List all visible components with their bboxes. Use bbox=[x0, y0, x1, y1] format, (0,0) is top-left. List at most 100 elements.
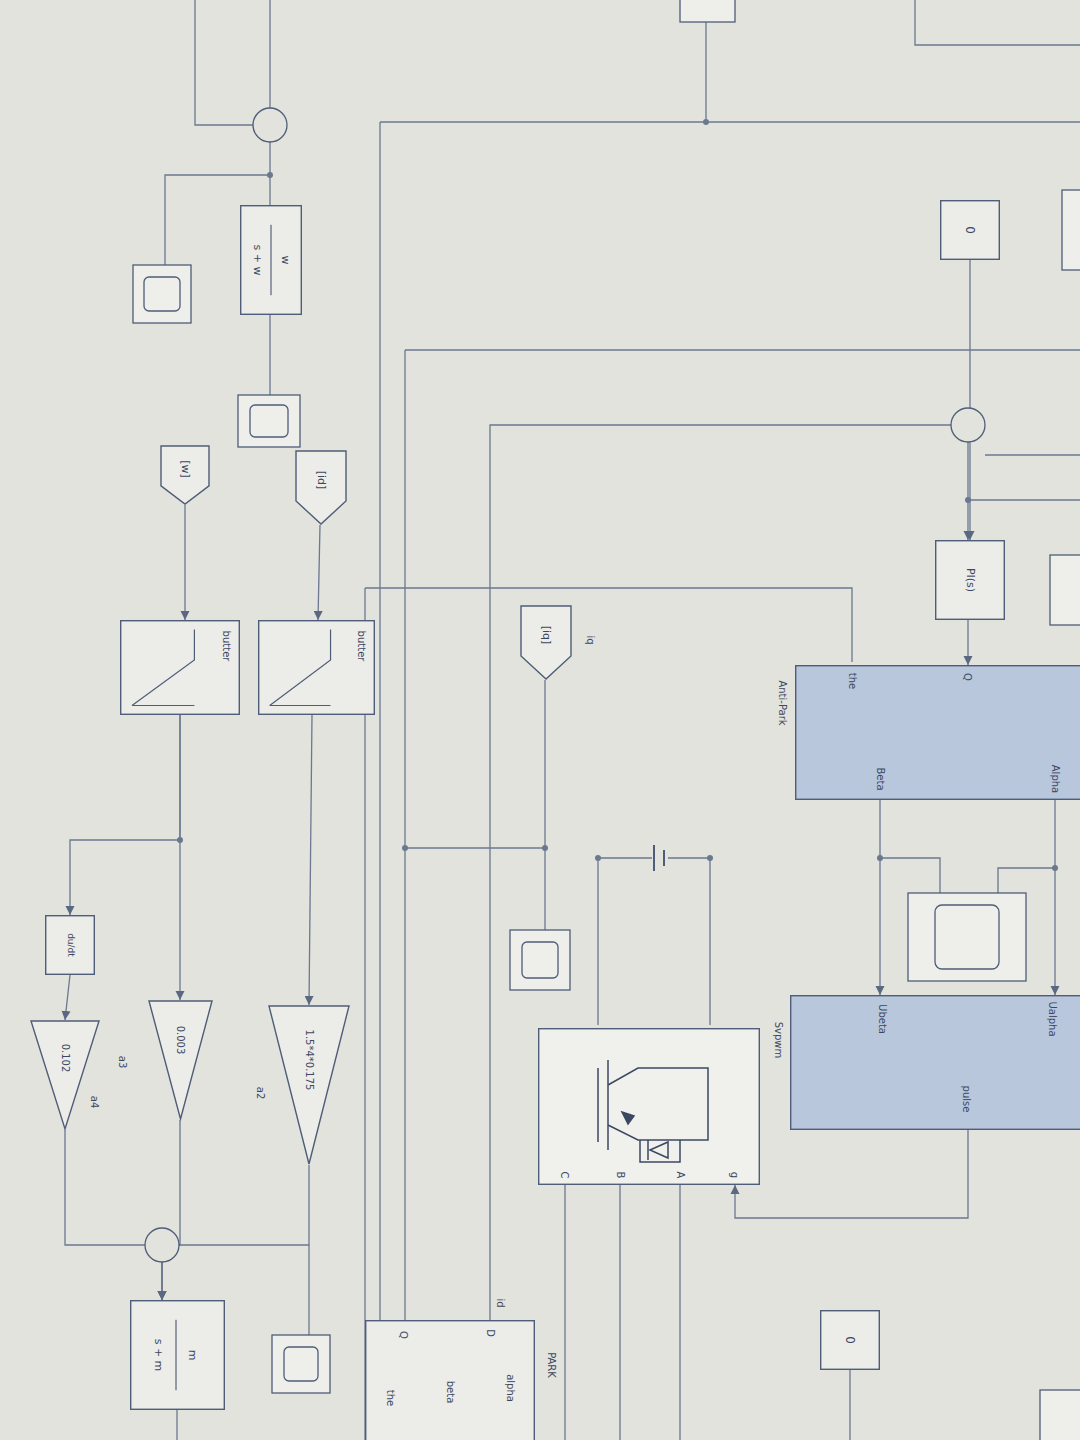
wire bbox=[915, 0, 1080, 45]
junction-dot bbox=[707, 855, 713, 861]
block-label: butter bbox=[221, 631, 231, 662]
signal-connector bbox=[65, 1130, 162, 1300]
gain-block: 0.003a3 bbox=[148, 1000, 213, 1120]
block-border bbox=[46, 916, 95, 975]
scope-screen bbox=[144, 277, 180, 311]
block-border bbox=[941, 201, 1000, 260]
wire bbox=[598, 858, 652, 1025]
scope-block bbox=[272, 1335, 330, 1393]
tag-outline bbox=[521, 606, 571, 679]
block-outline bbox=[30, 1020, 100, 1130]
block-border bbox=[121, 621, 240, 715]
filter-symbol bbox=[270, 630, 331, 706]
wire bbox=[880, 858, 940, 893]
port-label: Q bbox=[962, 673, 972, 681]
pi-controller-block: PI(s) bbox=[935, 540, 1005, 620]
block-name: a4 bbox=[89, 1096, 99, 1109]
signal-connector bbox=[70, 715, 180, 915]
wire bbox=[365, 588, 852, 662]
wire bbox=[269, 142, 270, 205]
block-label: [id] bbox=[316, 471, 327, 490]
gain-block: 0.102 a4 bbox=[30, 1020, 100, 1130]
wire bbox=[195, 0, 253, 125]
wire bbox=[405, 349, 1080, 350]
block-border bbox=[821, 1311, 880, 1370]
block-label: m bbox=[187, 1350, 198, 1361]
wire bbox=[849, 1370, 850, 1440]
block-outline bbox=[790, 995, 1080, 1130]
block-border bbox=[791, 996, 1080, 1130]
signal-connector bbox=[184, 505, 185, 620]
signal-connector bbox=[1054, 800, 1055, 995]
block-name: a3 bbox=[117, 1056, 127, 1069]
tag-outline bbox=[296, 451, 346, 524]
wire bbox=[269, 315, 270, 395]
block-outline bbox=[240, 205, 302, 315]
wire bbox=[985, 454, 1080, 455]
port-label: Ualpha bbox=[1047, 1001, 1057, 1036]
wire bbox=[404, 350, 405, 1320]
scope-screen bbox=[250, 405, 288, 437]
wire bbox=[619, 1185, 620, 1440]
signal-connector bbox=[179, 715, 180, 1000]
block-outline bbox=[538, 1028, 760, 1185]
block-label: [w] bbox=[180, 460, 191, 478]
signal-connector bbox=[162, 1120, 180, 1300]
block-outline bbox=[130, 1300, 225, 1410]
wire bbox=[308, 1245, 309, 1335]
signal-name: iq bbox=[585, 635, 595, 644]
block-label: du/dt bbox=[66, 933, 75, 957]
port-label: g bbox=[729, 1172, 739, 1178]
butter-filter-block: butter bbox=[258, 620, 375, 715]
transfer-fcn-block: m s + m bbox=[130, 1300, 225, 1410]
derivative-block: du/dt bbox=[45, 915, 95, 975]
wire bbox=[998, 868, 1055, 893]
gain-triangle bbox=[31, 1021, 99, 1129]
block-label: s + m bbox=[153, 1339, 164, 1372]
block-border bbox=[796, 666, 1080, 800]
block-border bbox=[539, 1029, 760, 1185]
block-label: s + w bbox=[252, 245, 263, 276]
junction-dot bbox=[965, 497, 971, 503]
block-outline bbox=[148, 1000, 213, 1120]
junction-dot bbox=[542, 845, 548, 851]
sum-block bbox=[253, 108, 287, 142]
junction-dot bbox=[1052, 865, 1058, 871]
scope-screen bbox=[522, 942, 558, 978]
signal-connector bbox=[969, 260, 970, 540]
gain-value: 0.102 bbox=[60, 1044, 70, 1073]
port-label: alpha bbox=[505, 1374, 515, 1402]
block-border bbox=[241, 206, 302, 315]
block-name: Svpwm bbox=[773, 1022, 783, 1059]
butter-filter-block: butter bbox=[120, 620, 240, 715]
scope-block bbox=[133, 265, 191, 323]
fraction-bar bbox=[271, 225, 272, 295]
filter-symbol bbox=[132, 705, 194, 706]
junction-dot bbox=[703, 119, 709, 125]
anti-park-block: Anti-ParktheQBetaAlpha bbox=[795, 665, 1080, 800]
signal-connector bbox=[735, 1130, 968, 1218]
wire bbox=[364, 588, 365, 1440]
signal-connector bbox=[879, 800, 880, 995]
port-label: Alpha bbox=[1050, 765, 1060, 793]
junction-dot bbox=[267, 172, 273, 178]
junction-dot bbox=[595, 855, 601, 861]
battery-symbol bbox=[654, 845, 664, 871]
wire bbox=[968, 499, 1080, 500]
junction-dot bbox=[177, 837, 183, 843]
port-label: C bbox=[559, 1172, 569, 1179]
gain-value: 0.003 bbox=[175, 1026, 185, 1055]
sum-block bbox=[145, 1228, 179, 1262]
block-label: w bbox=[280, 256, 291, 265]
wire bbox=[564, 1185, 565, 1440]
port-label: Q bbox=[398, 1331, 408, 1339]
signal-connector bbox=[162, 1165, 309, 1300]
junction-dot bbox=[402, 845, 408, 851]
signal-connector bbox=[309, 715, 312, 1005]
block-name: PARK bbox=[546, 1352, 556, 1378]
signal-connector bbox=[967, 620, 968, 665]
scope-screen bbox=[284, 1347, 318, 1381]
transfer-fcn-block: w s + w bbox=[240, 205, 302, 315]
port-label: the bbox=[847, 673, 857, 689]
sum-block bbox=[951, 408, 985, 442]
